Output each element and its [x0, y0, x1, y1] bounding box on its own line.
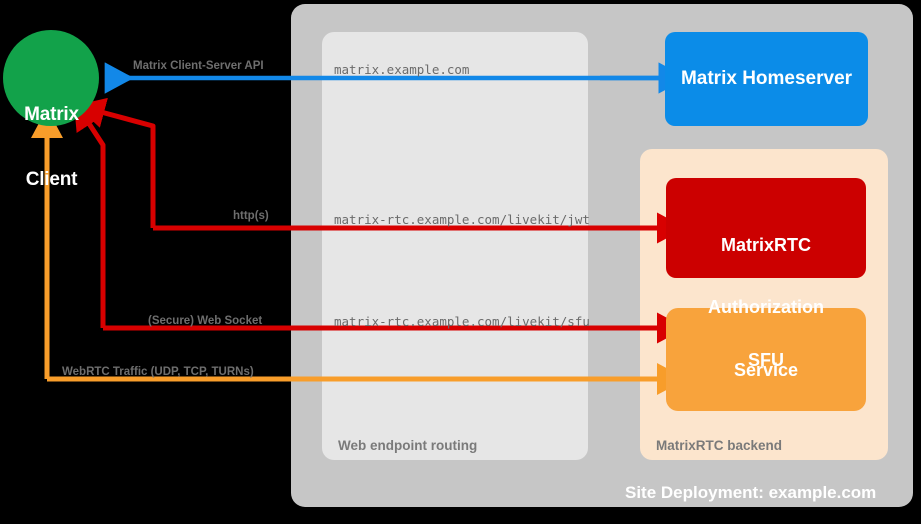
node-matrix-homeserver-label: Matrix Homeserver	[680, 68, 853, 89]
web-routing-panel	[322, 32, 588, 460]
client-label-line1: Matrix	[24, 103, 79, 125]
connector-websocket-return	[73, 100, 106, 328]
node-sfu-label: SFU	[748, 350, 784, 370]
endpoint-label-matrix: matrix.example.com	[334, 62, 470, 77]
node-sfu[interactable]	[666, 308, 866, 411]
auth-label-line1: MatrixRTC	[720, 235, 811, 256]
endpoint-label-sfu: matrix-rtc.example.com/livekit/sfu	[334, 314, 590, 329]
node-matrixrtc-authorization-service[interactable]	[666, 178, 866, 278]
connector-label-webrtc: WebRTC Traffic (UDP, TCP, TURNs)	[62, 366, 254, 378]
matrixrtc-backend-caption: MatrixRTC backend	[656, 438, 783, 453]
auth-label-line2: Authorization	[708, 297, 824, 318]
web-routing-caption: Web endpoint routing	[338, 438, 478, 453]
node-matrix-client-label: Matrix Client	[0, 60, 103, 235]
endpoint-label-jwt: matrix-rtc.example.com/livekit/jwt	[334, 212, 590, 227]
auth-label-line3: Service	[733, 359, 799, 380]
node-matrix-homeserver[interactable]	[665, 32, 868, 126]
connector-jwt-return	[75, 97, 156, 228]
connector-label-websocket: (Secure) Web Socket	[148, 315, 263, 327]
client-label-line2: Client	[25, 169, 78, 191]
connector-label-cs-api: Matrix Client-Server API	[133, 60, 264, 72]
connector-label-https: http(s)	[233, 210, 269, 222]
node-matrix-client[interactable]	[3, 30, 99, 126]
node-authorization-service-label: MatrixRTC Authorization Service	[666, 194, 866, 422]
site-deployment-caption: Site Deployment: example.com	[625, 483, 877, 502]
